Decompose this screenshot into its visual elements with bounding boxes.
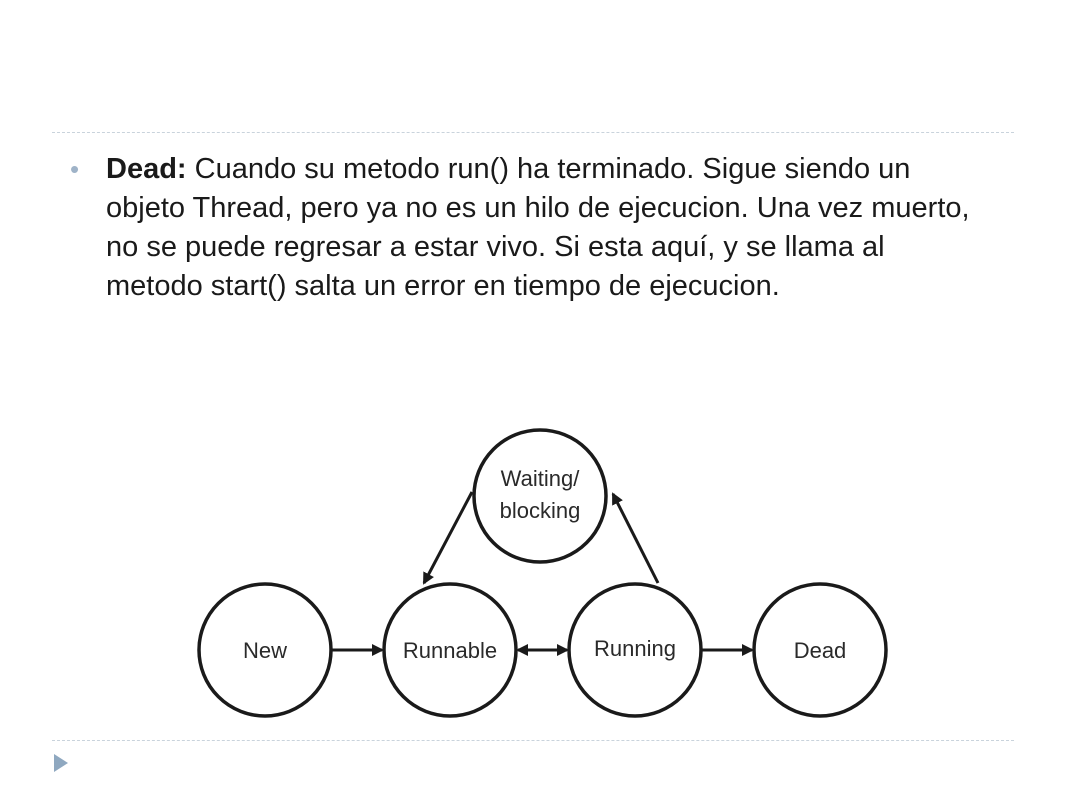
state-dead [752,582,888,718]
state-label-runnable: Runnable [403,638,497,663]
state-label-waiting-line2: blocking [500,498,581,523]
bullet-dot-icon: • [70,154,80,184]
thread-state-diagram: New Runnable Running Dead Waiting/ block… [197,428,888,718]
state-label-running: Running [594,636,676,661]
arrow-running-to-waiting [611,492,660,584]
state-running [567,582,703,718]
bullet-item-dead: • Dead: Cuando su metodo run() ha termin… [70,150,1000,306]
state-label-dead: Dead [794,638,847,663]
bullet-term: Dead: [106,153,187,185]
next-slide-arrow-icon[interactable] [52,752,70,774]
bullet-description: Cuando su metodo run() ha terminado. Sig… [106,153,970,302]
state-new [197,582,333,718]
bullet-text: Dead: Cuando su metodo run() ha terminad… [106,150,986,306]
bottom-divider [52,740,1014,741]
state-label-new: New [243,638,287,663]
arrow-waiting-to-runnable [422,491,474,585]
state-waiting-blocking [472,428,608,564]
top-divider [52,132,1014,133]
state-label-waiting-line1: Waiting/ [501,466,581,491]
